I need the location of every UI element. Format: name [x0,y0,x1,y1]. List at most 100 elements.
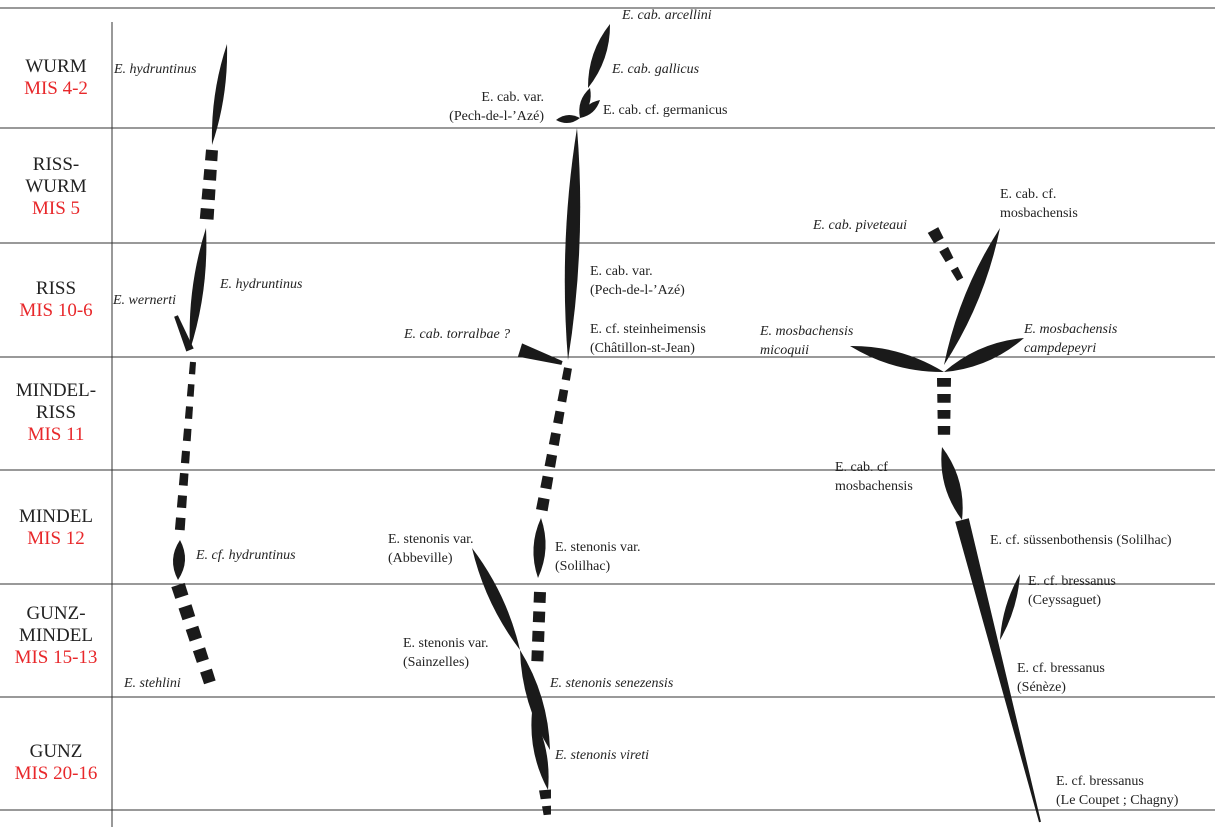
hydruntinus-dashed-mindelriss [178,472,189,486]
micoquii-branch [850,345,944,373]
hydruntinus-dashed-mindelriss [186,383,195,397]
piveteaui-dashed [939,246,954,263]
taxon-bressanus-ceyssaguet: E. cf. bressanus (Ceyssaguet) [1028,574,1116,608]
taxon-stenonis-sainzelles: E. stenonis var. (Sainzelles) [403,636,489,670]
taxon-torralbae: E. cab. torralbae ? [404,327,511,342]
hydruntinus-dashed-mindelriss [176,495,187,509]
period-mis: MIS 15-13 [14,647,98,668]
caballus-stem [564,128,581,360]
period-mis: MIS 5 [31,198,81,219]
bressanus-ceyssaguet-branch [1000,574,1020,640]
period-label: WURM [25,56,87,77]
stenonis-dashed [531,650,544,662]
period-mis: MIS 20-16 [14,763,98,784]
taxon-arcellini: E. cab. arcellini [622,8,712,23]
period-label: GUNZ- MINDEL [19,603,93,646]
taxon-sussenbothensis: E. cf. süssenbothensis (Solilhac) [990,533,1172,548]
hydruntinus-dashed-rissworm [199,207,215,220]
pech-top-branch [556,114,580,124]
stehlini-dashed [200,668,216,685]
wernerti-branch [174,315,194,352]
stenonis-sainzelles-stem [520,650,550,750]
period-mis: MIS 11 [27,424,85,445]
period-label: RISS [35,278,77,299]
stenonis-abbeville-branch [472,548,520,650]
taxon-cf-hydruntinus: E. cf. hydruntinus [196,548,296,563]
taxon-stenonis-abbeville: E. stenonis var. (Abbeville) [388,532,474,566]
caballus-dashed [557,388,569,403]
cf-mosbachensis-branch [944,228,1000,365]
period-label: RISS- WURM [25,154,87,197]
period-label: GUNZ [29,741,83,762]
stenonis-vireti-branch [531,712,549,790]
cf-mosbachensis-mid-node [941,447,963,520]
stenonis-dashed [533,591,546,603]
stehlini-dashed [178,604,196,621]
bressanus-stem [955,518,1041,823]
arcellini-branch [587,24,611,88]
torralbae-branch [517,343,563,365]
mosbachensis-dashed [937,378,951,387]
taxon-cf-germanicus: E. cab. cf. germanicus [603,103,728,118]
hydruntinus-dashed-mindelriss [188,361,196,375]
caballus-dashed [553,410,565,425]
taxon-piveteaui: E. cab. piveteaui [813,218,908,233]
stehlini-dashed [171,582,189,599]
taxon-var-pech-top: E. cab. var. (Pech-de-l-’Azé) [449,90,544,124]
period-mis: MIS 4-2 [24,78,88,99]
cf-germanicus-branch [580,100,600,118]
period-rules [0,7,1215,827]
taxon-cf-mosbachensis-top: E. cab. cf. mosbachensis [1000,187,1078,221]
stenonis-solilhac-node [533,518,546,578]
taxon-stenonis-solilhac: E. stenonis var. (Solilhac) [555,540,641,574]
mosbachensis-dashed [937,410,951,419]
lineages [171,24,1041,823]
taxon-hydruntinus-wurm: E. hydruntinus [114,62,197,77]
campdepeyri-branch [944,338,1024,372]
hydruntinus-riss-branch [189,228,207,350]
taxon-micoquii: E. mosbachensis micoquii [760,324,854,358]
piveteaui-dashed [950,266,964,281]
hydruntinus-dashed-mindelriss [180,450,190,464]
taxon-stehlini: E. stehlini [124,676,181,691]
mosbachensis-dashed [937,394,951,403]
hydruntinus-dashed-mindelriss [184,406,193,420]
taxon-hydruntinus-riss: E. hydruntinus [220,277,303,292]
mosbachensis-dashed [937,426,951,435]
caballus-dashed [561,367,572,381]
taxon-bressanus-seneze: E. cf. bressanus (Sénèze) [1017,661,1105,695]
period-mis: MIS 12 [27,528,85,549]
caballus-dashed [544,453,558,468]
taxon-campdepeyri: E. mosbachensis campdepeyri [1024,322,1118,356]
cf-hydruntinus-node [172,540,186,580]
hydruntinus-dashed-mindelriss [174,517,186,531]
hydruntinus-dashed-rissworm [201,188,216,201]
taxon-steinheimensis: E. cf. steinheimensis (Châtillon-st-Jean… [590,322,706,356]
taxon-cf-mosbachensis-mid: E. cab. cf mosbachensis [835,460,913,494]
taxon-gallicus: E. cab. gallicus [612,62,700,77]
hydruntinus-dashed-mindelriss [182,428,192,442]
stenonis-tail-dashed [539,789,551,800]
hydruntinus-wurm-branch [211,44,228,145]
gallicus-branch [579,88,591,118]
caballus-dashed [540,475,554,490]
stenonis-dashed [532,611,546,623]
caballus-dashed [536,497,550,512]
caballus-dashed [548,432,561,446]
taxon-vireti: E. stenonis vireti [555,748,649,763]
stenonis-dashed [532,630,545,642]
taxon-var-pech-mid: E. cab. var. (Pech-de-l-’Azé) [590,264,685,298]
period-label: MINDEL- RISS [15,380,97,423]
stenonis-tail-dashed [542,805,551,816]
period-mis: MIS 10-6 [19,300,93,321]
stehlini-dashed [185,625,203,642]
taxon-senezensis: E. stenonis senezensis [550,676,674,691]
